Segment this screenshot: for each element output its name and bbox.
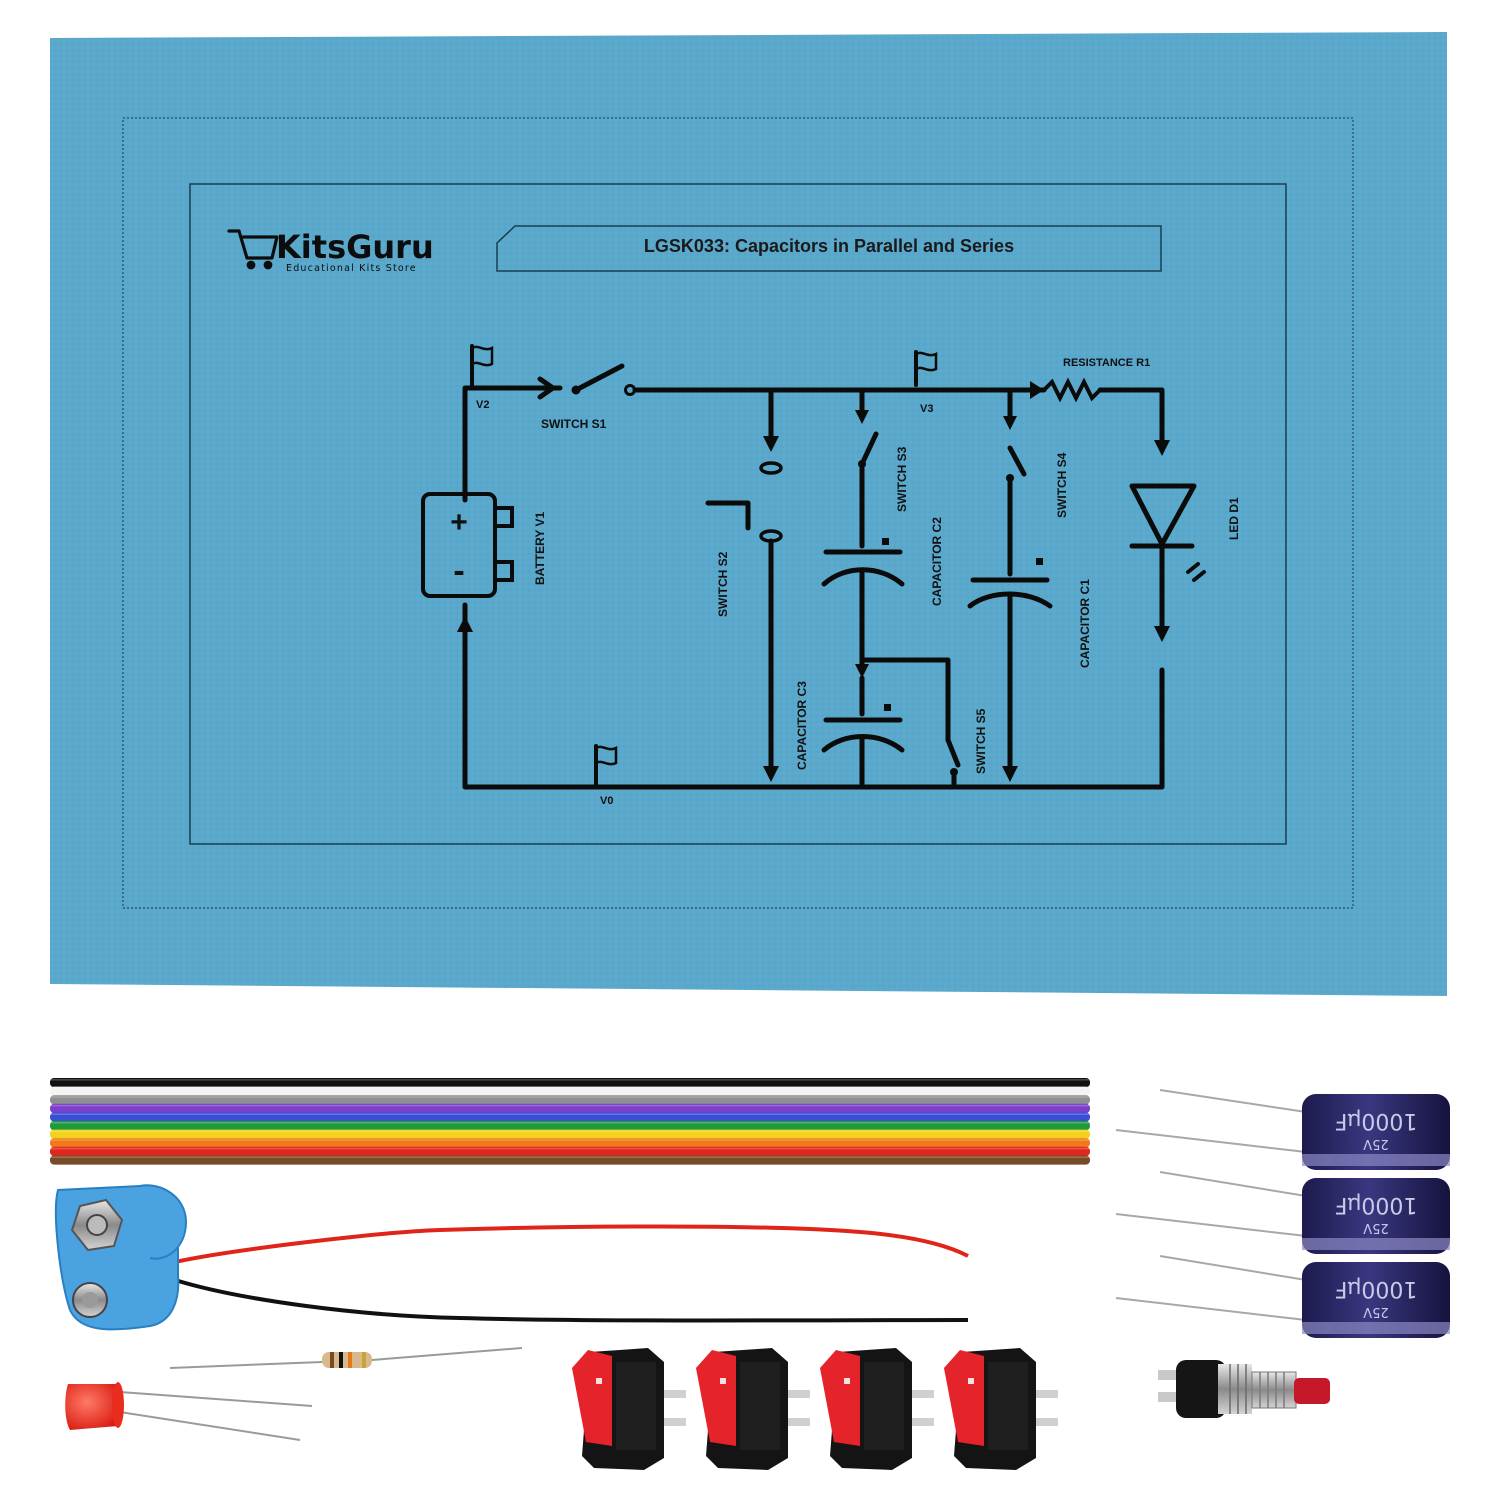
label-switch-s5: SWITCH S5: [974, 708, 988, 774]
label-v0: V0: [600, 795, 613, 807]
brand-name: KitsGuru: [276, 228, 434, 266]
sheet-title: LGSK033: Capacitors in Parallel and Seri…: [644, 236, 1014, 256]
label-capacitor-c2: CAPACITOR C2: [930, 517, 944, 606]
label-v2: V2: [476, 399, 489, 411]
ribbon-wire: [50, 1112, 1090, 1122]
label-led-d1: LED D1: [1227, 497, 1241, 540]
ribbon-wire: [50, 1138, 1090, 1148]
rocker-switch-icon: [820, 1348, 934, 1470]
flag-icon: [914, 350, 938, 387]
flag-icon: [470, 344, 494, 387]
label-switch-s3: SWITCH S3: [895, 446, 909, 512]
circuit-schematic: + -: [421, 344, 1241, 807]
battery-minus: -: [453, 552, 464, 590]
capacitor-voltage-label: 25V: [1363, 1304, 1389, 1319]
label-battery-v1: BATTERY V1: [533, 512, 547, 585]
outer-dotted-frame: [122, 117, 1354, 909]
label-capacitor-c3: CAPACITOR C3: [795, 681, 809, 770]
resistor-icon: [169, 1347, 523, 1369]
label-switch-s1: SWITCH S1: [541, 417, 607, 431]
label-v3: V3: [920, 403, 933, 415]
battery-icon: [421, 492, 497, 598]
label-capacitor-c1: CAPACITOR C1: [1078, 579, 1092, 668]
push-button-icon: [1158, 1360, 1330, 1418]
ribbon-wire: [50, 1078, 1090, 1088]
ribbon-wire: [50, 1146, 1090, 1156]
electrolytic-capacitor-icon: 1000µF 25V: [1115, 1089, 1450, 1170]
schematic-sheet: KitsGuru Educational Kits Store LGSK033:…: [50, 32, 1447, 996]
battery-plus: +: [450, 506, 468, 539]
brand-logo: KitsGuru Educational Kits Store: [227, 228, 434, 274]
ribbon-wire-highlight: [50, 1096, 1090, 1098]
ribbon-wire-highlight: [50, 1104, 1090, 1107]
rocker-switch-icon: [944, 1348, 1058, 1470]
ribbon-wire: [50, 1095, 1090, 1105]
capacitor-value-label: 1000µF: [1335, 1108, 1418, 1133]
ribbon-wire-highlight: [50, 1079, 1090, 1081]
label-resistance-r1: RESISTANCE R1: [1063, 357, 1150, 369]
capacitor-value-label: 1000µF: [1335, 1276, 1418, 1301]
capacitor-voltage-label: 25V: [1363, 1136, 1389, 1151]
inner-frame: [189, 183, 1287, 845]
ribbon-wire: [50, 1129, 1090, 1139]
ribbon-wire-highlight: [50, 1087, 1090, 1090]
label-switch-s2: SWITCH S2: [716, 551, 730, 617]
ribbon-wire: [50, 1155, 1090, 1165]
rocker-switch-icon: [572, 1348, 686, 1470]
ribbon-wire-highlight: [50, 1156, 1090, 1158]
ribbon-wire-highlight: [50, 1113, 1090, 1115]
title-box: [496, 225, 1162, 272]
capacitor-voltage-label: 25V: [1363, 1220, 1389, 1235]
ribbon-wire-highlight: [50, 1122, 1090, 1124]
label-switch-s4: SWITCH S4: [1055, 452, 1069, 518]
rocker-switch-icon: [696, 1348, 810, 1470]
led-symbol: [1129, 483, 1197, 547]
flag-icon: [594, 744, 618, 789]
ribbon-wire: [50, 1103, 1090, 1113]
ribbon-wire: [50, 1086, 1090, 1096]
cart-icon: [227, 229, 279, 270]
ribbon-wire-highlight: [50, 1139, 1090, 1141]
electrolytic-capacitor-icon: 1000µF 25V: [1115, 1255, 1450, 1338]
capacitor-value-label: 1000µF: [1335, 1192, 1418, 1217]
ribbon-wire-highlight: [50, 1147, 1090, 1150]
brand-tagline: Educational Kits Store: [286, 263, 417, 274]
ribbon-wire-highlight: [50, 1130, 1090, 1133]
rocker-switches: [572, 1348, 1058, 1470]
led-icon: [65, 1382, 313, 1441]
ribbon-wire: [50, 1121, 1090, 1131]
electrolytic-capacitors: 1000µF 25V 1000µF 25V 1000µF 25V: [1115, 1089, 1450, 1338]
battery-snap-icon: [54, 1184, 969, 1331]
ribbon-cable: [50, 1078, 1090, 1165]
electrolytic-capacitor-icon: 1000µF 25V: [1115, 1171, 1450, 1254]
